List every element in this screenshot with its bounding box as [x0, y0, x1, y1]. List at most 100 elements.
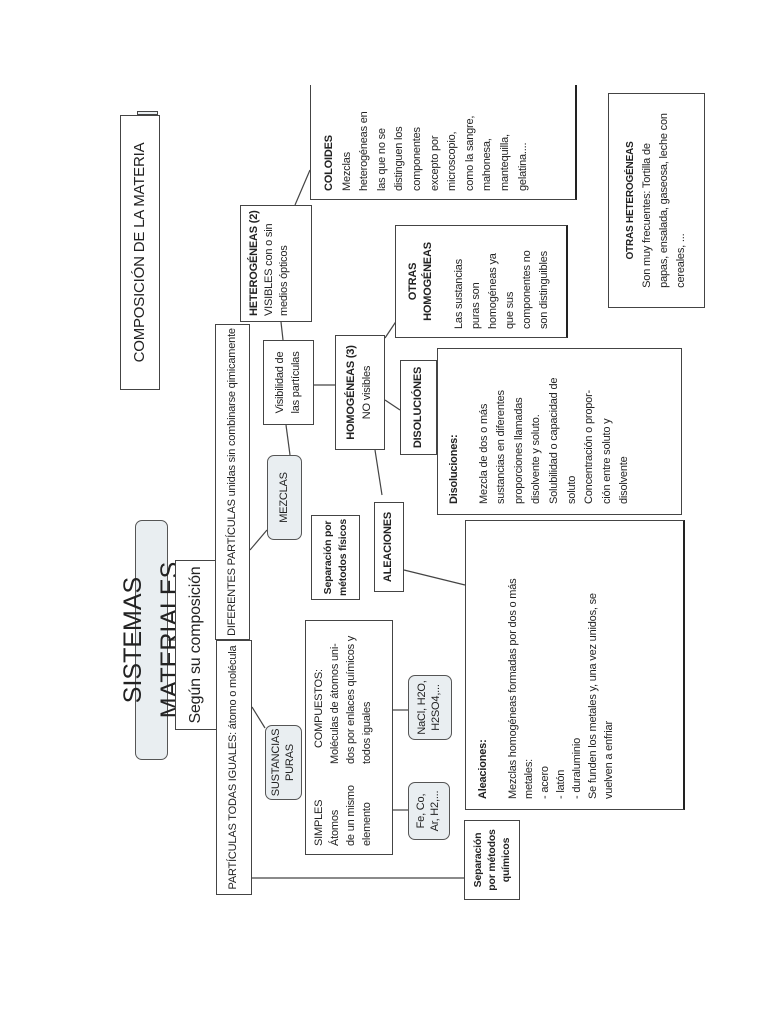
text-line: Concentración o propor-: [583, 389, 596, 504]
ejemplos-simples: Fe, Co, Ar, H2,...: [408, 782, 450, 840]
particulas-diferentes-text: DIFERENTES PARTÍCULAS unidas sin combina…: [225, 328, 238, 636]
separacion-fisicos-box: Separación por métodos físicos: [311, 515, 360, 600]
side-title-tab: [137, 111, 158, 115]
text-line: Son muy frecuentes: Tortilla de: [640, 143, 653, 288]
aleaciones-label: ALEACIONES: [382, 511, 395, 583]
otras-homogeneas-box: OTRAS HOMOGÉNEAS Las sustancias puras so…: [395, 225, 568, 338]
text-line: distinguen los: [393, 126, 406, 191]
text-line: heterogéneas en: [358, 111, 371, 191]
label-line: PURAS: [283, 744, 296, 781]
text-line: soluto: [565, 475, 578, 504]
text-line: Las sustancias: [452, 259, 465, 329]
text-line: Moléculas de átomos uni-: [328, 643, 341, 764]
text-line: homogéneas ya: [486, 253, 499, 329]
disoluciones-heading: Disoluciones:: [448, 434, 460, 504]
text-line: proporciones llamadas: [512, 397, 525, 504]
text-line: H2SO4,...: [430, 684, 442, 731]
text-line: ción entre soluto y: [600, 418, 613, 504]
text-line: Se funden los metales y, una vez unidos,…: [586, 593, 599, 799]
text-line: componentes: [410, 127, 423, 191]
coloides-box: COLOIDES Mezclas heterogéneas en las que…: [310, 85, 577, 200]
homogeneas-sub: NO visibles: [361, 365, 373, 420]
visibilidad-node: Visibilidad de las partículas: [263, 340, 314, 425]
text-line: que sus: [503, 291, 516, 329]
connector: [403, 569, 466, 586]
disoluciones-node: DISOLUCIÓNES: [400, 360, 437, 455]
heterogeneas-node: HETEROGÉNEAS (2) VISIBLES con o sin medi…: [240, 205, 312, 322]
text-line: son distinguibles: [538, 251, 551, 329]
text-line: disolvente: [618, 456, 631, 504]
simples-compuestos-box: SIMPLES Átomos de un mismo elemento COMP…: [305, 620, 393, 855]
text-line: elemento: [360, 802, 373, 846]
otras-heterogeneas-heading: OTRAS HETEROGÉNEAS: [625, 141, 637, 260]
heterogeneas-heading: HETEROGÉNEAS (2): [248, 210, 260, 316]
text-line: vuelven a enfriar: [602, 721, 615, 799]
text-line: Separación: [471, 832, 484, 888]
text-line: Solubilidad o capacidad de: [547, 377, 560, 504]
separacion-quimicos-box: Separación por métodos químicos: [464, 820, 520, 900]
aleaciones-node: ALEACIONES: [374, 502, 404, 592]
label-line: SUSTANCIAS: [270, 728, 283, 797]
coloides-heading: COLOIDES: [323, 135, 335, 191]
text-line: excepto por: [428, 135, 441, 191]
side-title: COMPOSICIÓN DE LA MATERIA: [120, 115, 160, 390]
text-line: componentes no: [520, 250, 533, 329]
particulas-diferentes-box: DIFERENTES PARTÍCULAS unidas sin combina…: [215, 324, 250, 640]
text-line: Fe, Co,: [415, 793, 428, 829]
mezclas-text: MEZCLAS: [277, 472, 290, 523]
text-line: como la sangre,: [463, 115, 476, 191]
text-line: de un mismo: [344, 785, 357, 846]
text-line: disolvente y soluto.: [530, 414, 543, 504]
text-line: Mezcla de dos o más: [477, 403, 490, 504]
side-title-text: COMPOSICIÓN DE LA MATERIA: [131, 142, 149, 363]
text-line: papas, ensalada, gaseosa, leche con: [657, 113, 670, 288]
text-line: - latón: [554, 769, 567, 799]
disoluciones-label: DISOLUCIÓNES: [411, 366, 424, 449]
heading-line: HOMOGÉNEAS: [422, 242, 435, 321]
homogeneas-node: HOMOGÉNEAS (3) NO visibles: [335, 335, 385, 450]
text-line: NaCl, H2O,: [416, 680, 429, 735]
text-line: metales:: [522, 759, 535, 799]
text-line: mahonesa,: [481, 138, 494, 191]
connector: [280, 321, 284, 341]
compuestos-block: COMPUESTOS: Moléculas de átomos uni- dos…: [312, 636, 376, 764]
simples-heading: SIMPLES: [313, 799, 325, 846]
text-line: gelatina....: [516, 142, 529, 191]
text-line: - duraluminio: [570, 738, 583, 799]
text-line: métodos físicos: [336, 519, 349, 596]
homogeneas-heading: HOMOGÉNEAS (3): [345, 345, 358, 440]
text-line: cereales, ...: [674, 233, 687, 288]
text-line: las partículas: [289, 351, 302, 414]
text-line: microscopio,: [446, 131, 459, 191]
text-line: las que no se: [375, 128, 388, 191]
text-line: dos por enlaces químicos y: [344, 635, 357, 764]
connector: [294, 169, 311, 206]
text-line: puras son: [469, 282, 482, 329]
simples-block: SIMPLES Átomos de un mismo elemento: [312, 785, 376, 846]
subtitle-box: Según su composición: [175, 560, 217, 730]
subtitle-text: Según su composición: [187, 566, 205, 724]
text-line: Ar, H2,...: [429, 790, 441, 832]
connector: [251, 706, 266, 729]
text-line: todos iguales: [360, 701, 373, 764]
connector: [285, 424, 291, 456]
otras-heterogeneas-box: OTRAS HETEROGÉNEAS Son muy frecuentes: T…: [608, 93, 705, 308]
text-line: Mezclas homogéneas formadas por dos o má…: [506, 578, 519, 799]
text-line: Mezclas: [340, 152, 353, 191]
text-line: Separación por: [322, 520, 335, 595]
aleaciones-heading: Aleaciones:: [477, 739, 489, 799]
ejemplos-compuestos: NaCl, H2O, H2SO4,...: [408, 675, 452, 740]
aleaciones-box: Aleaciones: Mezclas homogéneas formadas …: [465, 520, 685, 810]
text-line: VISIBLES con o sin: [262, 223, 275, 316]
particulas-iguales-box: PARTÍCULAS TODAS IGUALES: átomo o molécu…: [216, 640, 252, 895]
text-line: sustancias en diferentes: [495, 390, 508, 504]
sustancias-puras-node: SUSTANCIAS PURAS: [265, 725, 302, 800]
particulas-iguales-text: PARTÍCULAS TODAS IGUALES: átomo o molécu…: [227, 645, 240, 890]
compuestos-heading: COMPUESTOS:: [313, 669, 325, 748]
text-line: por métodos: [485, 829, 498, 891]
text-line: mantequilla,: [498, 134, 511, 191]
text-line: medios ópticos: [277, 245, 290, 316]
connector: [249, 529, 268, 551]
